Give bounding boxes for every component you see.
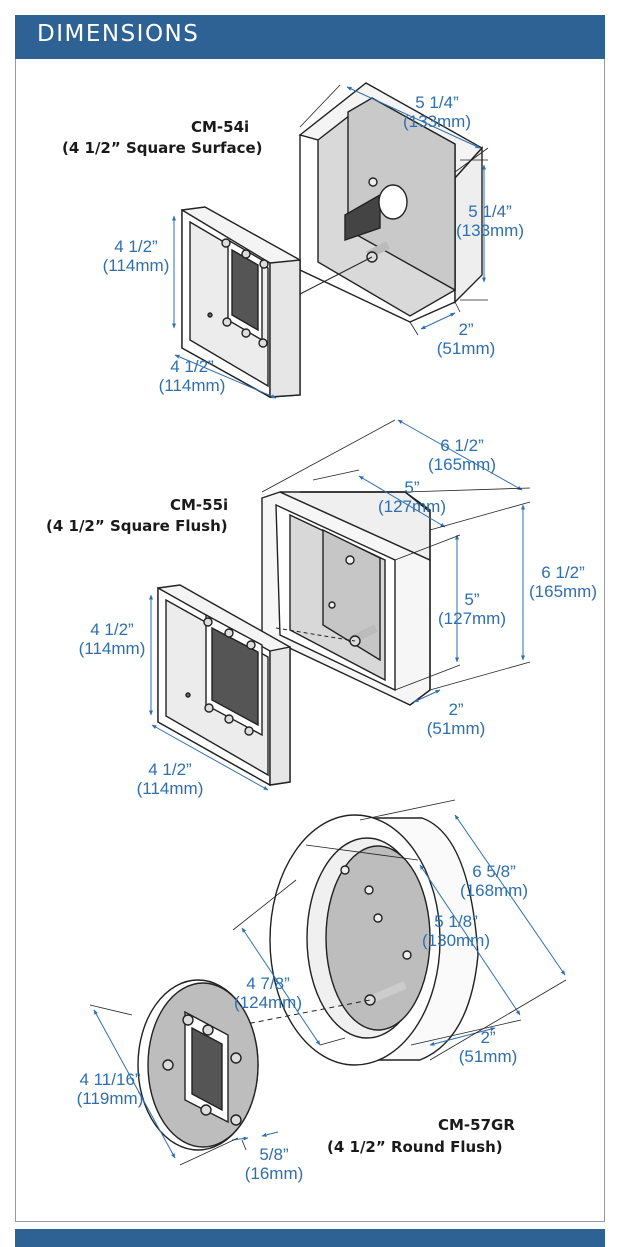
dim-metric: (16mm)	[244, 1164, 304, 1183]
dim-metric: (114mm)	[136, 779, 204, 798]
dim-metric: (114mm)	[102, 256, 170, 275]
dim-imperial: 5”	[464, 590, 480, 609]
dim-imperial: 2”	[480, 1028, 496, 1047]
dim-metric: (127mm)	[377, 497, 447, 516]
cm57gr-drawing	[137, 814, 479, 1151]
cm57gr-plate-dia: 4 11/16” (119mm)	[77, 1070, 144, 1108]
cm55i-box-height: 5” (127mm)	[438, 590, 506, 628]
cm55i-dim-lines	[149, 419, 525, 791]
dim-metric: (165mm)	[528, 582, 598, 601]
cm57gr-title: CM-57GR	[438, 1116, 515, 1134]
cm57gr-flange-dia: 6 5/8” (168mm)	[460, 862, 528, 900]
cm54i-box-depth: 2” (51mm)	[437, 320, 496, 358]
cm57gr-depth: 2” (51mm)	[459, 1028, 518, 1066]
dim-imperial: 4 1/2”	[114, 237, 158, 256]
dim-imperial: 2”	[448, 700, 464, 719]
dim-imperial: 6 1/2”	[440, 436, 484, 455]
section-header: DIMENSIONS	[15, 15, 605, 59]
dim-metric: (114mm)	[158, 376, 226, 395]
dim-metric: (130mm)	[421, 931, 491, 950]
dim-imperial: 4 1/2”	[170, 357, 214, 376]
cm57gr-subtitle: (4 1/2” Round Flush)	[327, 1138, 503, 1156]
dim-metric: (114mm)	[78, 639, 146, 658]
dim-metric: (168mm)	[459, 881, 529, 900]
dim-metric: (133mm)	[402, 112, 472, 131]
next-section-bar	[15, 1229, 605, 1247]
dim-imperial: 6 5/8”	[472, 862, 516, 881]
cm54i-box-height: 5 1/4” (133mm)	[456, 202, 524, 240]
cm54i-title: CM-54i	[191, 117, 249, 138]
cm54i-plate-height: 4 1/2” (114mm)	[103, 237, 170, 275]
cm54i-model: CM-54i	[191, 118, 250, 136]
dim-imperial: 4 1/2”	[148, 760, 192, 779]
dim-imperial: 6 1/2”	[541, 563, 585, 582]
cm57gr-opening-dia: 4 7/8” (124mm)	[234, 974, 302, 1012]
dim-metric: (124mm)	[233, 993, 303, 1012]
cm55i-subtitle: (4 1/2” Square Flush)	[46, 517, 228, 535]
dim-imperial: 2”	[458, 320, 474, 339]
dim-imperial: 5 1/4”	[468, 202, 512, 221]
dim-imperial: 4 7/8”	[246, 974, 290, 993]
dim-metric: (51mm)	[436, 339, 496, 358]
section-title: DIMENSIONS	[37, 21, 200, 47]
cm54i-plate-width: 4 1/2” (114mm)	[159, 357, 226, 395]
cm55i-flange-height: 6 1/2” (165mm)	[529, 563, 597, 601]
dim-metric: (133mm)	[455, 221, 525, 240]
dim-imperial: 5”	[404, 478, 420, 497]
dim-imperial: 5/8”	[259, 1145, 289, 1164]
cm54i-drawing	[181, 82, 484, 399]
dim-metric: (127mm)	[437, 609, 507, 628]
cm55i-flange-width: 6 1/2” (165mm)	[428, 436, 496, 474]
dim-metric: (119mm)	[76, 1089, 144, 1108]
dim-metric: (165mm)	[427, 455, 497, 474]
cm54i-dim-lines	[172, 86, 486, 399]
cm55i-title: CM-55i	[170, 496, 229, 514]
dim-metric: (51mm)	[458, 1047, 518, 1066]
cm57gr-body-dia: 5 1/8” (130mm)	[422, 912, 490, 950]
dim-metric: (51mm)	[426, 719, 486, 738]
cm55i-plate-width: 4 1/2” (114mm)	[137, 760, 204, 798]
extension-lines	[89, 84, 567, 1166]
cm55i-box-width: 5” (127mm)	[378, 478, 446, 516]
dim-imperial: 5 1/4”	[415, 93, 459, 112]
cm55i-box-depth: 2” (51mm)	[427, 700, 486, 738]
cm54i-subtitle: (4 1/2” Square Surface)	[62, 139, 263, 157]
dim-imperial: 4 11/16”	[79, 1070, 141, 1089]
cm57gr-dim-lines	[93, 814, 566, 1159]
cm57gr-plate-thickness: 5/8” (16mm)	[245, 1145, 304, 1183]
cm54i-box-width: 5 1/4” (133mm)	[403, 93, 471, 131]
cm55i-plate-height: 4 1/2” (114mm)	[79, 620, 146, 658]
dim-imperial: 5 1/8”	[434, 912, 478, 931]
dim-imperial: 4 1/2”	[90, 620, 134, 639]
